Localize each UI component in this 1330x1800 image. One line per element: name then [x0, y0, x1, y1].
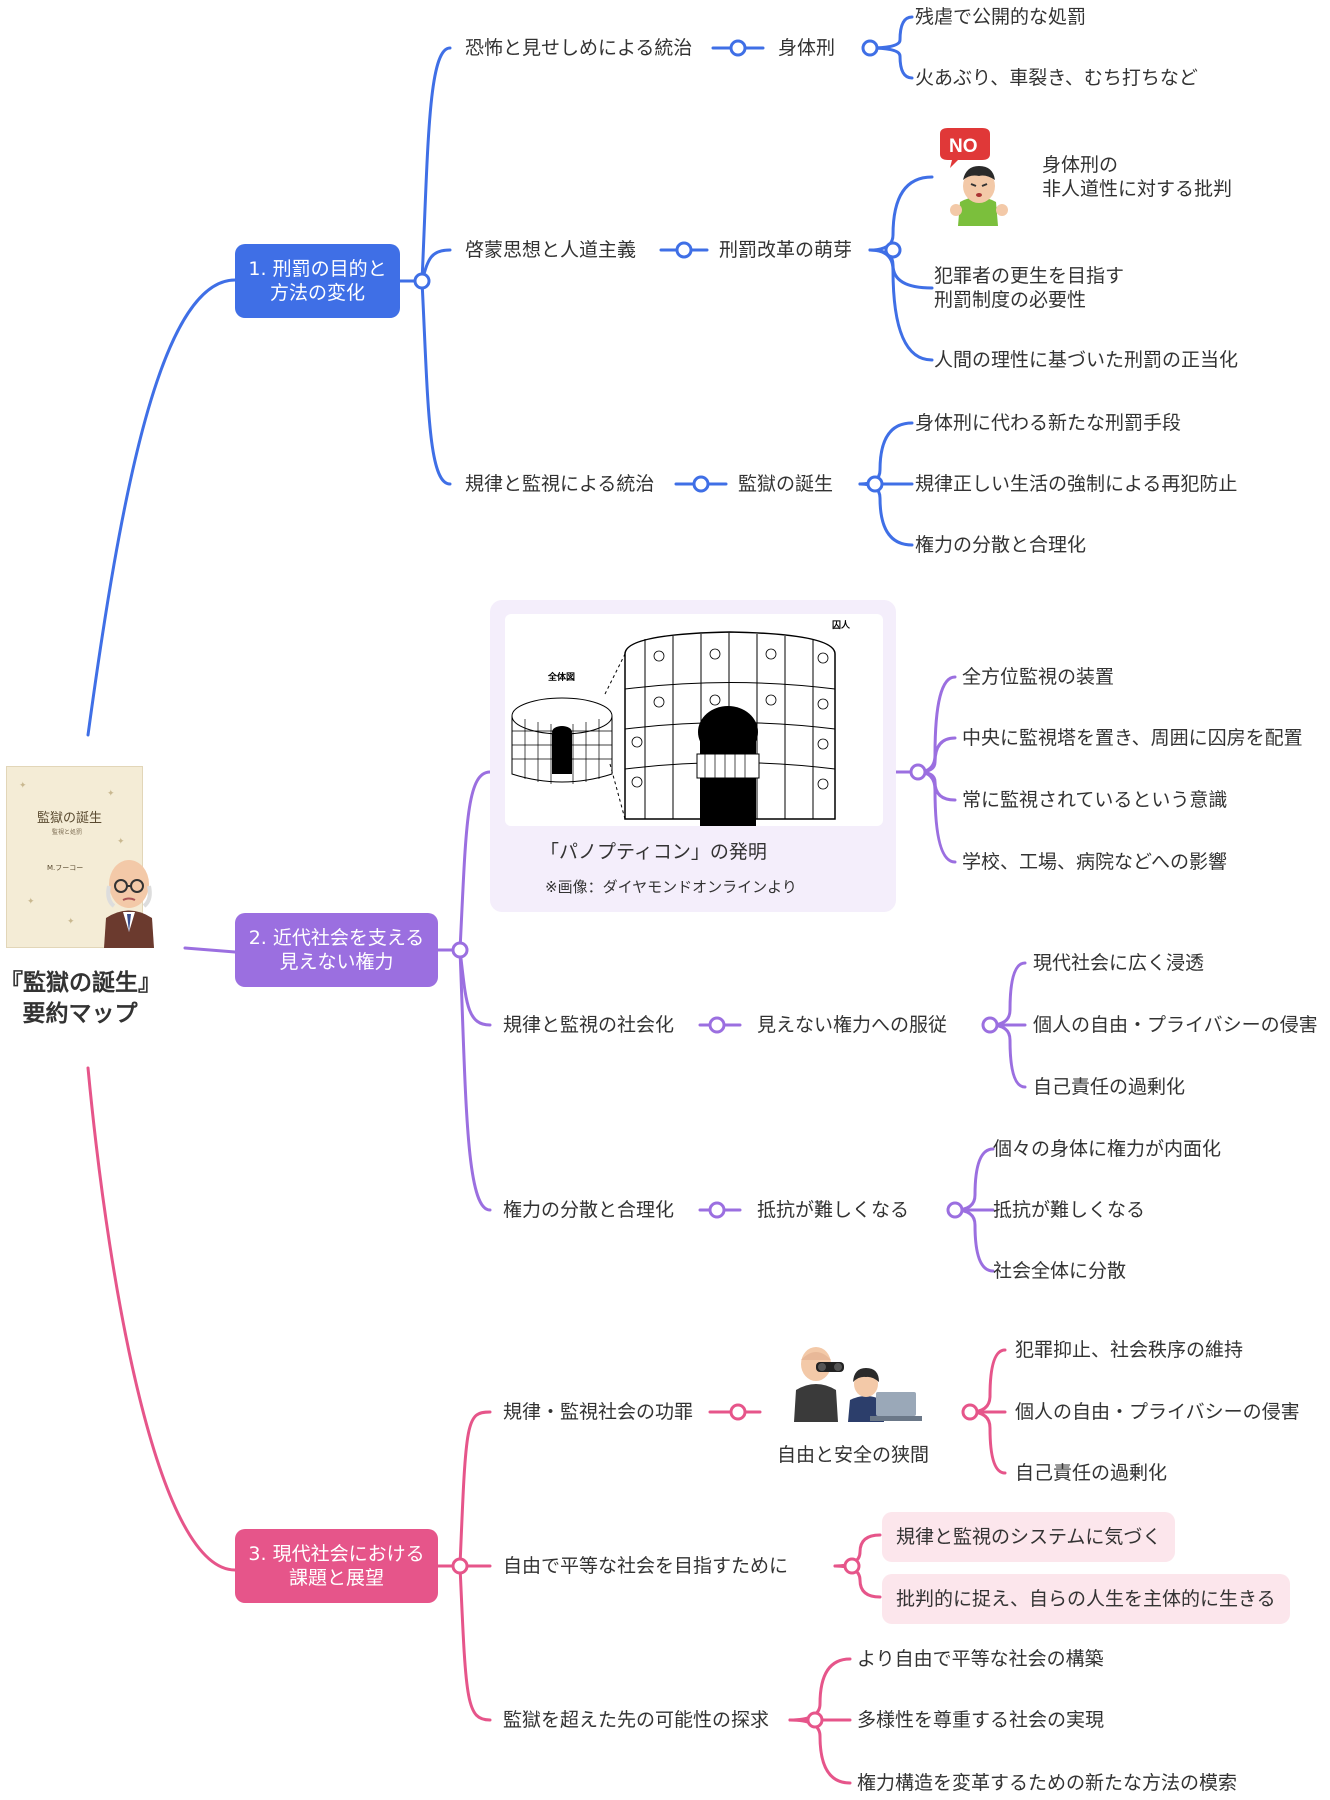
b3-leaf[interactable]: 権力構造を変革するための新たな方法の模索 — [857, 1772, 1238, 1794]
no-sign-text: NO — [949, 136, 978, 157]
b1-leaf[interactable]: 権力の分散と合理化 — [915, 534, 1087, 556]
b3-leaf[interactable]: 個人の自由・プライバシーの侵害 — [1015, 1401, 1300, 1423]
b2-leaf[interactable]: 常に監視されているという意識 — [962, 789, 1228, 811]
star-decoration: ✦ — [117, 837, 125, 847]
b1-leaf[interactable]: 身体刑に代わる新たな刑罰手段 — [915, 412, 1182, 434]
b2-leaf[interactable]: 個々の身体に権力が内面化 — [993, 1138, 1222, 1160]
b1-leaf[interactable]: 人間の理性に基づいた刑罰の正当化 — [934, 349, 1239, 371]
panopticon-caption: 「パノプティコン」の発明 — [540, 841, 767, 863]
b2-leaf[interactable]: 中央に監視塔を置き、周囲に囚房を配置 — [962, 727, 1303, 749]
b1-sub-reform[interactable]: 刑罰改革の萌芽 — [719, 239, 853, 261]
b2-sub-obedience[interactable]: 見えない権力への服従 — [757, 1014, 948, 1036]
b3-leaf[interactable]: 自己責任の過剰化 — [1015, 1462, 1168, 1484]
star-decoration: ✦ — [19, 781, 27, 791]
b3-leaf[interactable]: 犯罪抑止、社会秩序の維持 — [1015, 1339, 1244, 1361]
cover-subtitle: 監視と処罰 — [52, 829, 83, 836]
panopticon-image: 全体図 囚人 — [505, 614, 883, 826]
author-portrait-illustration — [104, 860, 154, 948]
b3-sub-freedom-safety[interactable]: 自由と安全の狭間 — [777, 1444, 930, 1466]
b1-sub-prison-birth[interactable]: 監獄の誕生 — [738, 473, 834, 495]
b3-leaf[interactable]: 多様性を尊重する社会の実現 — [857, 1709, 1105, 1731]
surveillance-illustration — [794, 1347, 922, 1422]
b2-leaf[interactable]: 全方位監視の装置 — [962, 666, 1115, 688]
root-title: 『監獄の誕生』 要約マップ — [0, 970, 161, 1027]
b1-sub-corporal-punishment[interactable]: 身体刑 — [778, 37, 836, 59]
b1-leaf[interactable]: 火あぶり、車裂き、むち打ちなど — [915, 67, 1198, 89]
b1-leaf[interactable]: 身体刑の 非人道性に対する批判 — [1042, 154, 1233, 200]
b1-topic-enlightenment[interactable]: 啓蒙思想と人道主義 — [465, 239, 637, 261]
no-protest-illustration: NO — [940, 128, 1008, 226]
cover-title: 監獄の誕生 — [37, 811, 103, 826]
b3-topic-beyond-prison[interactable]: 監獄を超えた先の可能性の探求 — [503, 1709, 770, 1731]
b1-leaf[interactable]: 犯罪者の更生を目指す 刑罰制度の必要性 — [934, 265, 1125, 311]
b2-topic-dispersion[interactable]: 権力の分散と合理化 — [503, 1199, 675, 1221]
b3-topic-pros-cons[interactable]: 規律・監視社会の功罪 — [503, 1401, 694, 1423]
branch-3-node[interactable]: 3. 現代社会における 課題と展望 — [235, 1529, 438, 1603]
b3-highlight-leaf[interactable]: 批判的に捉え、自らの人生を主体的に生きる — [882, 1574, 1290, 1624]
cover-author: M.フーコー — [47, 864, 84, 872]
panopticon-source-note: ※画像：ダイヤモンドオンラインより — [545, 878, 797, 896]
b2-leaf[interactable]: 社会全体に分散 — [993, 1260, 1127, 1282]
b2-leaf[interactable]: 抵抗が難しくなる — [993, 1199, 1146, 1221]
b2-leaf[interactable]: 学校、工場、病院などへの影響 — [962, 851, 1228, 873]
label-whole-view: 全体図 — [547, 671, 575, 683]
b2-leaf[interactable]: 自己責任の過剰化 — [1033, 1076, 1186, 1098]
b3-highlight-leaf[interactable]: 規律と監視のシステムに気づく — [882, 1512, 1176, 1562]
b2-topic-socialization[interactable]: 規律と監視の社会化 — [503, 1014, 675, 1036]
branch-1-node[interactable]: 1. 刑罰の目的と 方法の変化 — [235, 244, 400, 318]
b2-leaf[interactable]: 現代社会に広く浸透 — [1033, 952, 1205, 974]
b2-leaf[interactable]: 個人の自由・プライバシーの侵害 — [1033, 1014, 1318, 1036]
b1-topic-fear[interactable]: 恐怖と見せしめによる統治 — [465, 37, 693, 59]
b1-leaf[interactable]: 残虐で公開的な処罰 — [915, 6, 1087, 28]
star-decoration: ✦ — [107, 789, 115, 799]
b3-topic-free-society[interactable]: 自由で平等な社会を目指すために — [503, 1555, 789, 1577]
b3-leaf[interactable]: より自由で平等な社会の構築 — [857, 1648, 1104, 1670]
b2-sub-resistance[interactable]: 抵抗が難しくなる — [757, 1199, 910, 1221]
b1-topic-discipline[interactable]: 規律と監視による統治 — [465, 473, 655, 495]
star-decoration: ✦ — [27, 897, 35, 907]
label-prisoner: 囚人 — [832, 619, 851, 631]
branch-2-node[interactable]: 2. 近代社会を支える 見えない権力 — [235, 913, 438, 987]
b1-leaf[interactable]: 規律正しい生活の強制による再犯防止 — [915, 473, 1238, 495]
star-decoration: ✦ — [67, 917, 75, 927]
